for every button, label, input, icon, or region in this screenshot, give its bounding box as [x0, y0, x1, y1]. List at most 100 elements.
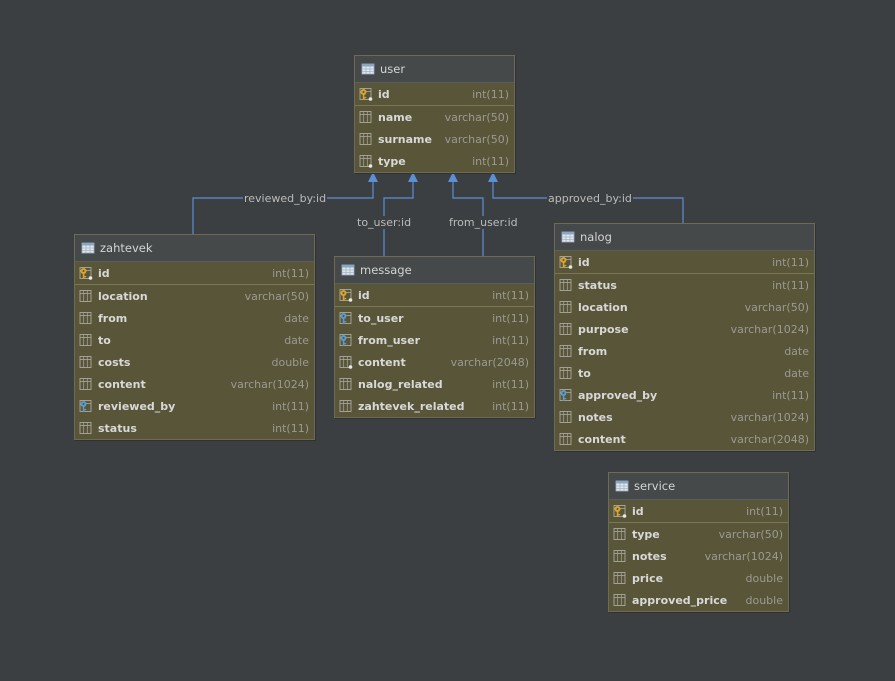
column-name: status — [578, 278, 617, 292]
column-type: int(11) — [492, 399, 529, 413]
table-name: user — [380, 62, 406, 76]
column-name: approved_by — [578, 388, 658, 402]
table-name: service — [634, 479, 676, 493]
column-type: date — [284, 333, 309, 347]
column-name: name — [378, 110, 413, 124]
column-row-content[interactable]: content varchar(2048) — [555, 428, 814, 450]
column-name: zahtevek_related — [358, 399, 465, 413]
column-type: varchar(2048) — [450, 355, 529, 369]
primary-key-icon — [339, 288, 353, 302]
link-reviewed-by — [192, 178, 374, 234]
table-header[interactable]: service — [609, 473, 788, 500]
column-icon — [613, 593, 627, 607]
table-name: zahtevek — [100, 241, 153, 255]
column-row-name[interactable]: name varchar(50) — [355, 106, 514, 128]
column-icon — [79, 377, 93, 391]
column-icon — [559, 278, 573, 292]
table-name: message — [360, 263, 412, 277]
column-icon — [613, 571, 627, 585]
column-icon — [559, 344, 573, 358]
table-header[interactable]: nalog — [555, 224, 814, 251]
table-header[interactable]: user — [355, 56, 514, 83]
column-row-approved-by[interactable]: approved_by int(11) — [555, 384, 814, 406]
table-header[interactable]: zahtevek — [75, 235, 314, 262]
column-icon — [359, 110, 373, 124]
column-not-null-icon — [339, 355, 353, 369]
column-type: int(11) — [492, 288, 529, 302]
column-type: date — [784, 366, 809, 380]
column-name: to_user — [358, 311, 404, 325]
column-name: location — [578, 300, 628, 314]
primary-key-icon — [359, 87, 373, 101]
column-type: int(11) — [272, 399, 309, 413]
column-type: varchar(1024) — [704, 549, 783, 563]
column-name: content — [578, 432, 626, 446]
column-name: surname — [378, 132, 432, 146]
table-icon — [341, 263, 355, 277]
column-type: double — [745, 593, 784, 607]
table-header[interactable]: message — [335, 257, 534, 284]
column-row-to-user[interactable]: to_user int(11) — [335, 307, 534, 329]
table-icon — [561, 230, 575, 244]
column-name: price — [632, 571, 664, 585]
column-type: int(11) — [472, 87, 509, 101]
column-row-from[interactable]: from date — [555, 340, 814, 362]
column-icon — [339, 377, 353, 391]
column-name: status — [98, 421, 137, 435]
table-icon — [361, 62, 375, 76]
column-type: varchar(50) — [744, 300, 809, 314]
column-icon — [79, 421, 93, 435]
arrow-to-user — [408, 172, 418, 182]
column-type: date — [784, 344, 809, 358]
column-type: int(11) — [772, 388, 809, 402]
column-icon — [79, 355, 93, 369]
column-name: from — [578, 344, 608, 358]
column-name: id — [98, 266, 110, 280]
column-type: varchar(50) — [444, 132, 509, 146]
foreign-key-icon — [559, 388, 573, 402]
column-row-location[interactable]: location varchar(50) — [555, 296, 814, 318]
column-type: int(11) — [492, 311, 529, 325]
column-type: double — [745, 571, 784, 585]
column-row-zahtevek-related[interactable]: zahtevek_related int(11) — [335, 395, 534, 417]
column-not-null-icon — [359, 154, 373, 168]
column-type: varchar(2048) — [730, 432, 809, 446]
arrow-reviewed-by — [368, 172, 378, 182]
column-type: varchar(50) — [444, 110, 509, 124]
relation-label-approved-by: approved_by:id — [547, 192, 633, 205]
column-row-price[interactable]: price double — [609, 567, 788, 589]
column-row-surname[interactable]: surname varchar(50) — [355, 128, 514, 150]
column-icon — [559, 322, 573, 336]
table-icon — [81, 241, 95, 255]
foreign-key-icon — [79, 399, 93, 413]
